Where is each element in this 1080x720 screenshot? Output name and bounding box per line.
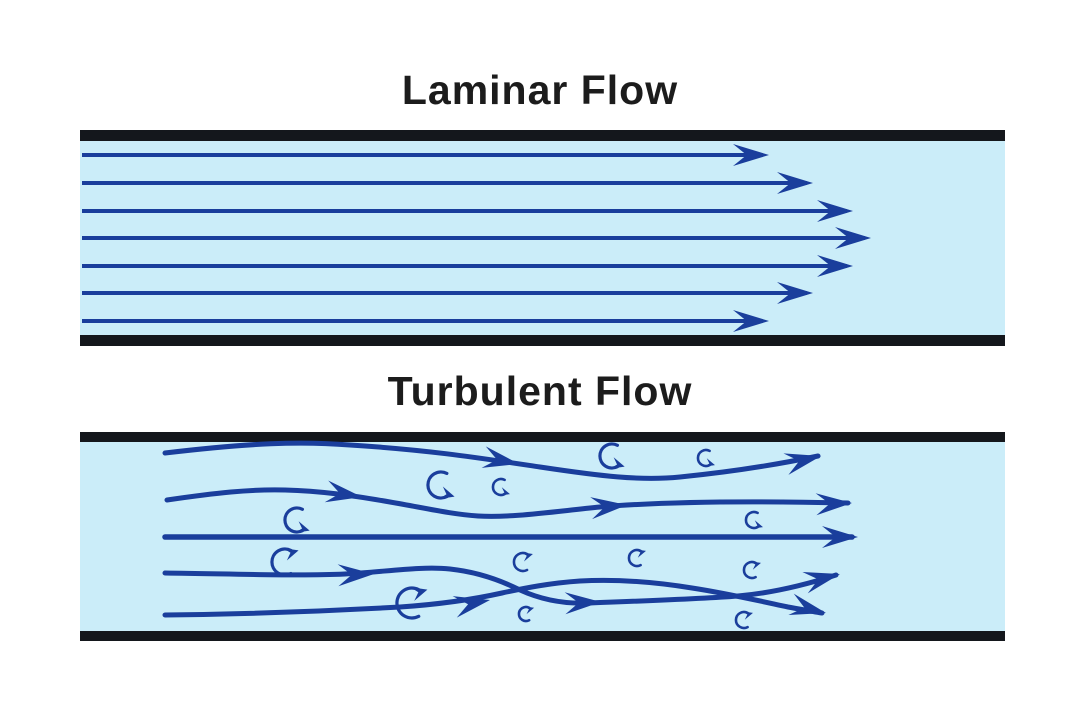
eddy-swirl-icon-10 bbox=[627, 548, 646, 568]
laminar-arrowhead-5 bbox=[817, 255, 853, 277]
turbulent-end-arrowhead-lower-braid-b bbox=[788, 593, 826, 615]
eddy-swirl-icon-11 bbox=[517, 605, 535, 623]
eddy-swirl-icon-9 bbox=[512, 551, 533, 573]
eddy-arrowhead bbox=[283, 548, 299, 561]
eddy-arrowhead bbox=[521, 552, 533, 562]
turbulent-mid-arrowhead-top-wave-1 bbox=[481, 446, 519, 468]
laminar-pipe-wall-top bbox=[80, 130, 1005, 141]
eddy-arrowhead bbox=[524, 606, 535, 615]
eddy-arrowhead bbox=[752, 520, 763, 529]
eddy-arrowhead bbox=[750, 561, 761, 570]
turbulent-end-arrowhead-top-wave bbox=[783, 453, 821, 475]
turbulent-title: Turbulent Flow bbox=[387, 368, 693, 414]
eddy-swirl-icon-12 bbox=[742, 560, 761, 580]
eddy-arrowhead bbox=[499, 487, 510, 496]
turbulent-mid-arrowhead-lower-braid-a-1 bbox=[337, 564, 374, 587]
turbulent-end-arrowhead-second-wave bbox=[815, 493, 852, 516]
turbulent-mid-arrowhead-second-wave-1 bbox=[324, 480, 362, 503]
turbulent-streamline-top-wave bbox=[162, 440, 821, 481]
eddy-arc bbox=[598, 442, 619, 470]
laminar-arrowhead-7 bbox=[733, 310, 769, 332]
eddy-arrowhead bbox=[635, 549, 646, 558]
eddy-arrowhead bbox=[295, 521, 310, 533]
laminar-arrowhead-2 bbox=[777, 172, 813, 194]
turbulent-streamline-second-wave bbox=[164, 487, 851, 519]
eddy-swirl-icon-1 bbox=[283, 506, 310, 534]
laminar-arrowhead-4 bbox=[835, 227, 871, 249]
eddy-swirl-icon-7 bbox=[270, 547, 299, 577]
eddy-arrowhead bbox=[410, 587, 428, 601]
eddy-arc bbox=[270, 547, 293, 577]
laminar-title: Laminar Flow bbox=[401, 67, 679, 113]
eddy-swirl-icon-13 bbox=[734, 610, 753, 630]
turbulent-end-arrowhead-center-line bbox=[822, 526, 858, 548]
eddy-arrowhead bbox=[439, 486, 455, 499]
turbulent-mid-arrowhead-lower-braid-a-2 bbox=[564, 592, 601, 615]
eddy-arc bbox=[283, 506, 304, 534]
turbulent-streamline-lower-braid-b bbox=[162, 577, 825, 618]
turbulent-pipe-wall-top bbox=[80, 432, 1005, 442]
eddy-arc bbox=[395, 586, 421, 620]
eddy-swirl-icon-4 bbox=[598, 442, 625, 470]
eddy-arrowhead bbox=[742, 611, 753, 620]
laminar-arrowhead-6 bbox=[777, 282, 813, 304]
laminar-arrowhead-1 bbox=[733, 144, 769, 166]
turbulent-pipe-wall-bottom bbox=[80, 631, 1005, 641]
laminar-pipe-wall-bottom bbox=[80, 335, 1005, 346]
turbulent-mid-arrowhead-lower-braid-b-1 bbox=[452, 596, 490, 618]
eddy-swirl-icon-8 bbox=[395, 586, 428, 620]
eddy-arc bbox=[426, 470, 449, 500]
eddy-swirl-icon-2 bbox=[426, 470, 455, 500]
eddy-swirl-icon-6 bbox=[744, 510, 763, 530]
eddy-arrowhead bbox=[610, 457, 625, 469]
laminar-arrowhead-3 bbox=[817, 200, 853, 222]
eddy-arrowhead bbox=[704, 458, 715, 467]
eddy-swirl-icon-5 bbox=[696, 448, 715, 468]
eddy-swirl-icon-3 bbox=[491, 477, 510, 497]
turbulent-end-arrowhead-lower-braid-a bbox=[802, 572, 840, 594]
turbulent-mid-arrowhead-second-wave-2 bbox=[590, 497, 627, 520]
